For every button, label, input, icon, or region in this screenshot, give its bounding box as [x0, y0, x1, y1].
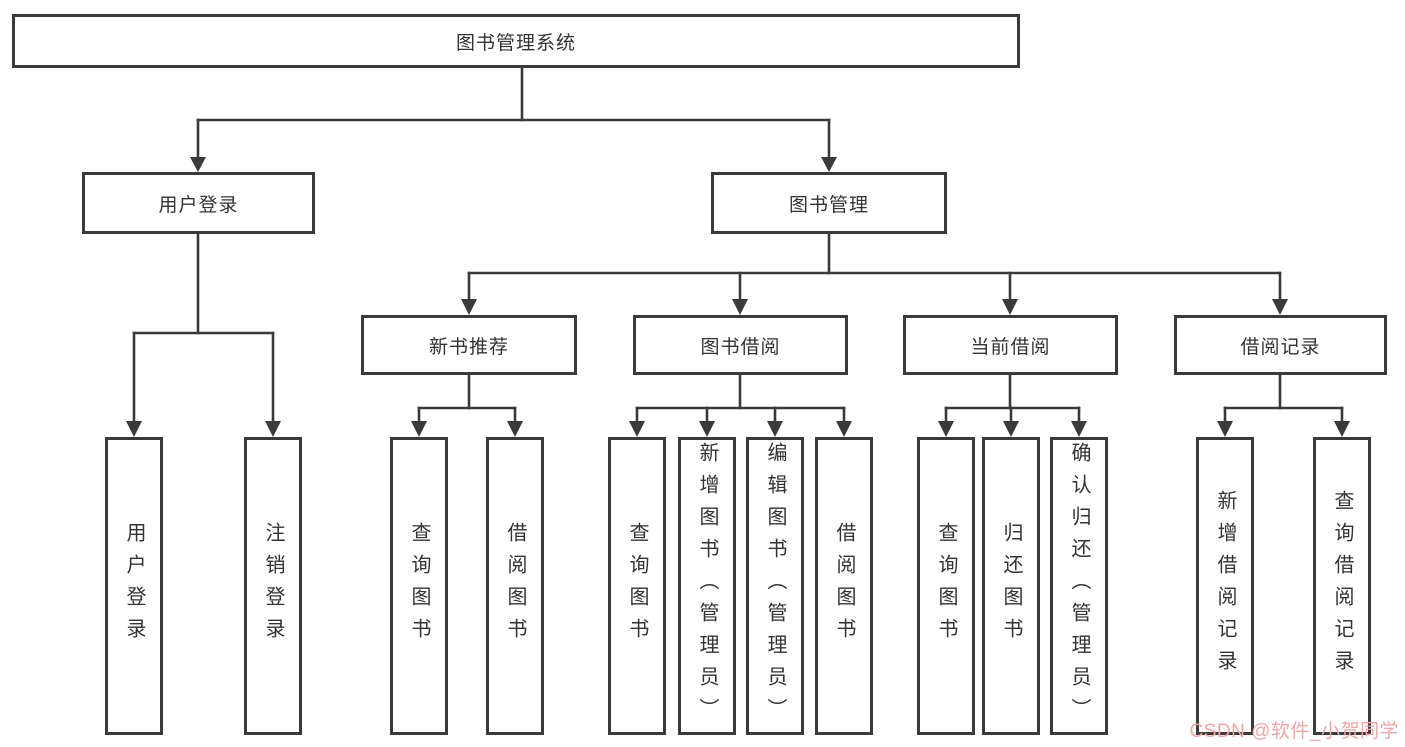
node-library-system: 图书管理系统 — [12, 14, 1020, 68]
leaf-query-borrow-record: 查询借阅记录 — [1313, 437, 1371, 735]
leaf-confirm-return-admin-label: 确认归还（管理员） — [1068, 442, 1090, 730]
leaf-borrow-query-books-label: 查询图书 — [626, 522, 648, 650]
node-current-borrow-label: 当前借阅 — [970, 336, 1051, 358]
leaf-return-book: 归还图书 — [982, 437, 1040, 735]
node-user-login: 用户登录 — [82, 172, 315, 234]
leaf-current-query-books-label: 查询图书 — [935, 522, 957, 650]
leaf-borrow-query-books: 查询图书 — [608, 437, 666, 735]
leaf-add-book-admin: 新增图书（管理员） — [678, 437, 736, 735]
leaf-user-login-label: 用户登录 — [123, 522, 145, 650]
node-library-system-label: 图书管理系统 — [455, 32, 576, 54]
node-book-management: 图书管理 — [711, 172, 947, 234]
leaf-logout: 注销登录 — [244, 437, 302, 735]
leaf-query-borrow-record-label: 查询借阅记录 — [1331, 490, 1353, 682]
leaf-edit-book-admin: 编辑图书（管理员） — [746, 437, 804, 735]
leaf-confirm-return-admin: 确认归还（管理员） — [1050, 437, 1108, 735]
leaf-recommend-query-books-label: 查询图书 — [408, 522, 430, 650]
leaf-recommend-query-books: 查询图书 — [390, 437, 448, 735]
leaf-add-borrow-record: 新增借阅记录 — [1196, 437, 1254, 735]
node-book-management-label: 图书管理 — [788, 194, 869, 216]
leaf-return-book-label: 归还图书 — [1000, 522, 1022, 650]
leaf-add-book-admin-label: 新增图书（管理员） — [696, 442, 718, 730]
leaf-recommend-borrow-books: 借阅图书 — [486, 437, 544, 735]
csdn-watermark: CSDN @软件_小贺同学 — [1189, 721, 1399, 742]
leaf-current-query-books: 查询图书 — [917, 437, 975, 735]
leaf-borrow-books: 借阅图书 — [815, 437, 873, 735]
node-borrow-records: 借阅记录 — [1174, 315, 1387, 375]
node-book-borrow: 图书借阅 — [633, 315, 848, 375]
node-new-book-recommend-label: 新书推荐 — [428, 336, 509, 358]
leaf-edit-book-admin-label: 编辑图书（管理员） — [764, 442, 786, 730]
leaf-borrow-books-label: 借阅图书 — [833, 522, 855, 650]
node-borrow-records-label: 借阅记录 — [1240, 336, 1321, 358]
leaf-recommend-borrow-books-label: 借阅图书 — [504, 522, 526, 650]
leaf-logout-label: 注销登录 — [262, 522, 284, 650]
leaf-add-borrow-record-label: 新增借阅记录 — [1214, 490, 1236, 682]
leaf-user-login: 用户登录 — [105, 437, 163, 735]
node-user-login-label: 用户登录 — [158, 194, 239, 216]
node-new-book-recommend: 新书推荐 — [361, 315, 577, 375]
node-book-borrow-label: 图书借阅 — [700, 336, 781, 358]
node-current-borrow: 当前借阅 — [903, 315, 1118, 375]
